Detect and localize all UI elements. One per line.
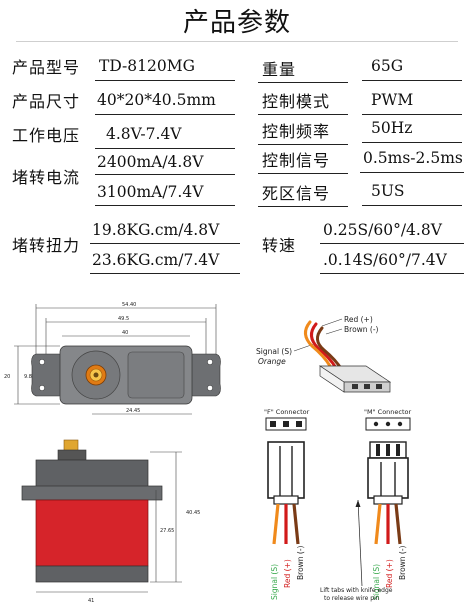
- connector-diagram: Red (+) Brown (-) Signal (S) Orange "F" …: [256, 315, 412, 602]
- dim-label: 41: [88, 598, 94, 604]
- spec-value-speed-2: .0.14S/60°/7.4V: [323, 251, 447, 269]
- underline: [95, 148, 235, 149]
- wire-label-orange: Orange: [258, 357, 286, 366]
- spec-label-deadband: 死区信号: [262, 184, 331, 203]
- spec-label-control-mode: 控制模式: [262, 92, 331, 111]
- f-connector-side: [267, 441, 305, 505]
- dim-label: 9.8: [24, 374, 32, 380]
- spec-label-control-freq: 控制频率: [262, 122, 331, 141]
- underline: [95, 205, 235, 206]
- f-connector-label: "F" Connector: [264, 408, 310, 416]
- spec-label-speed: 转速: [262, 236, 297, 255]
- underline: [258, 206, 348, 207]
- f-connector-wires: [272, 503, 300, 545]
- spec-label-stall-current: 堵转电流: [12, 168, 81, 187]
- servo-side-view: [21, 439, 163, 583]
- spec-value-weight: 65G: [371, 57, 404, 75]
- spec-label-control-signal: 控制信号: [262, 151, 331, 170]
- f-connector-face: [265, 417, 307, 431]
- spec-label-voltage: 工作电压: [12, 126, 81, 145]
- underline: [258, 173, 348, 174]
- spec-value-stall-current-1: 2400mA/4.8V: [97, 153, 204, 171]
- page-title: 产品参数: [182, 8, 291, 38]
- m-wire-label-brown: Brown (-): [398, 545, 407, 580]
- wire-label-red: Red (+): [344, 315, 373, 324]
- dim-label: 20: [4, 374, 10, 380]
- spec-value-stall-current-2: 3100mA/7.4V: [97, 183, 204, 201]
- arrow-up-icon: [355, 500, 361, 507]
- spec-value-model: TD-8120MG: [99, 57, 195, 75]
- note-line-2: to release wire pin: [324, 595, 380, 602]
- dim-label: 27.65: [160, 528, 174, 534]
- dim-label: 54.40: [122, 302, 136, 308]
- f-wire-label-brown: Brown (-): [296, 545, 305, 580]
- tab-pointer-line: [357, 499, 363, 587]
- underline: [320, 243, 464, 244]
- underline: [258, 82, 348, 83]
- servo-top-view: [31, 345, 221, 405]
- underline: [362, 80, 462, 81]
- spec-label-stall-torque: 堵转扭力: [12, 236, 81, 255]
- underline: [320, 273, 464, 274]
- title-divider: [16, 41, 458, 42]
- dim-label: 49.5: [118, 316, 129, 322]
- dim-label: 24.45: [126, 408, 140, 414]
- spec-label-weight: 重量: [262, 60, 297, 79]
- connector-plug: [318, 365, 392, 393]
- underline: [90, 243, 240, 244]
- m-wire-label-signal: Signal (S): [372, 564, 381, 600]
- wire-label-brown: Brown (-): [344, 325, 379, 334]
- wire-bundle: [304, 320, 344, 372]
- spec-value-size: 40*20*40.5mm: [97, 91, 216, 109]
- f-wire-label-signal: Signal (S): [270, 564, 279, 600]
- wire-label-signal: Signal (S): [256, 347, 292, 356]
- m-connector-wires: [374, 503, 402, 545]
- spec-value-control-freq: 50Hz: [371, 119, 413, 137]
- underline: [360, 172, 464, 173]
- m-connector-label: "M" Connector: [364, 408, 412, 416]
- spec-value-control-signal: 0.5ms-2.5ms: [363, 149, 463, 167]
- underline: [90, 273, 240, 274]
- m-connector-face: [365, 417, 411, 431]
- f-wire-label-red: Red (+): [283, 559, 292, 588]
- underline: [95, 114, 235, 115]
- spec-value-control-mode: PWM: [371, 91, 414, 109]
- underline: [362, 205, 462, 206]
- m-connector-side: [367, 441, 409, 505]
- spec-value-stall-torque-2: 23.6KG.cm/7.4V: [92, 251, 220, 269]
- note-line-1: Lift tabs with knife edge: [320, 587, 393, 594]
- underline: [258, 144, 348, 145]
- spec-value-stall-torque-1: 19.8KG.cm/4.8V: [92, 221, 220, 239]
- dim-label: 40.45: [186, 510, 200, 516]
- underline: [95, 174, 235, 175]
- spec-value-deadband: 5US: [371, 182, 405, 200]
- servo-dimension-drawing: 54.40 49.5 40 20 9.8 24.45 40.45 27.65 4…: [4, 302, 221, 604]
- spec-label-size: 产品尺寸: [12, 92, 81, 111]
- m-wire-label-red: Red (+): [385, 559, 394, 588]
- underline: [362, 114, 462, 115]
- spec-value-voltage: 4.8V-7.4V: [106, 125, 182, 143]
- underline: [95, 80, 235, 81]
- spec-label-model: 产品型号: [12, 58, 81, 77]
- underline: [258, 114, 348, 115]
- dim-label: 40: [122, 330, 128, 336]
- underline: [362, 142, 462, 143]
- spec-value-speed-1: 0.25S/60°/4.8V: [323, 221, 442, 239]
